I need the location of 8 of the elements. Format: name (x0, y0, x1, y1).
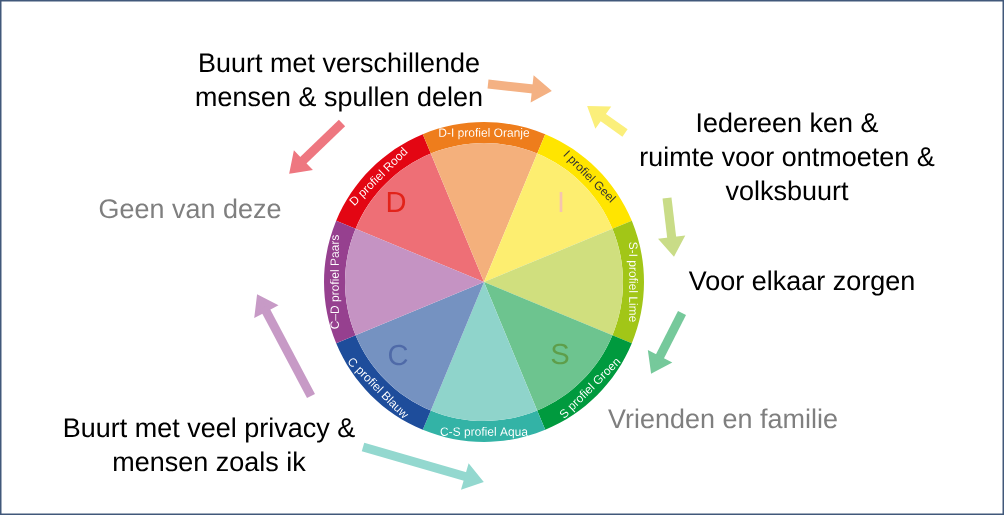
ring-segment: C-S profiel Aqua (422, 410, 546, 442)
statement-text: Iedereen ken & ruimte voor ontmoeten & volksbuurt (640, 112, 935, 201)
statement-text: Geen van deze (99, 198, 281, 219)
ring-segment: C–D profiel Paars (324, 220, 356, 344)
statement-text: Buurt met verschillende mensen & spullen delen (196, 52, 482, 112)
statement-text: Voor elkaar zorgen (688, 270, 914, 296)
ring-segment: S-I profiel Lime (612, 220, 644, 344)
ring-segment: D-I profiel Oranje (422, 122, 546, 154)
